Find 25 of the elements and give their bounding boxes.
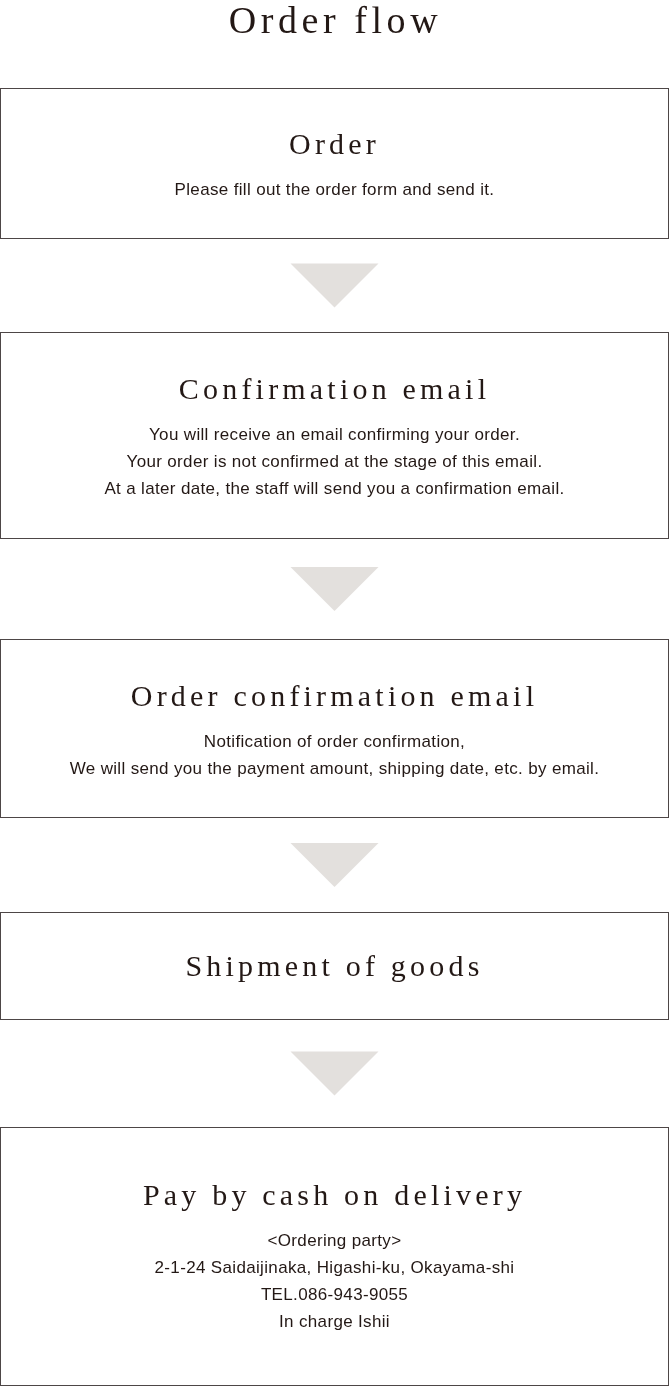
step-description: We will send you the payment amount, shipping date, etc. by email. xyxy=(69,757,600,780)
step-box xyxy=(0,1127,669,1386)
down-arrow xyxy=(290,843,379,887)
diagram-title: Order flow xyxy=(228,0,443,40)
step-heading: Shipment of goods xyxy=(185,948,484,984)
step-box xyxy=(0,639,669,818)
step-box xyxy=(0,88,669,239)
step-heading: Pay by cash on delivery xyxy=(142,1176,527,1213)
down-arrow xyxy=(290,1051,379,1096)
step-description: 2-1-24 Saidaijinaka, Higashi-ku, Okayama-shi xyxy=(154,1256,515,1279)
down-arrow xyxy=(290,263,379,308)
step-box xyxy=(0,912,669,1020)
down-arrow xyxy=(290,567,379,611)
step-description: TEL.086-943-9055 xyxy=(260,1283,409,1306)
step-box xyxy=(0,332,669,539)
step-description: <Ordering party> xyxy=(267,1229,402,1252)
step-heading: Order xyxy=(289,126,380,162)
step-heading: Order confirmation email xyxy=(130,677,539,714)
step-description: Notification of order confirmation, xyxy=(203,730,466,753)
step-heading: Confirmation email xyxy=(178,371,491,407)
step-description: In charge Ishii xyxy=(279,1310,390,1333)
step-description: Your order is not confirmed at the stage of this email. xyxy=(126,451,543,473)
step-description: Please fill out the order form and send it. xyxy=(174,179,495,201)
step-description: At a later date, the staff will send you a confirmation email. xyxy=(104,478,565,500)
step-description: You will receive an email confirming your order. xyxy=(149,424,520,446)
